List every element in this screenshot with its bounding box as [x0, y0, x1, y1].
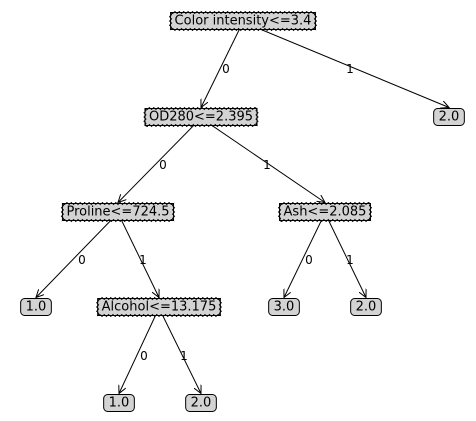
- leaf-label: 3.0: [274, 300, 295, 315]
- decision-node: Color intensity<=3.4: [168, 10, 318, 32]
- decision-box: [97, 298, 221, 316]
- decision-box-border: [277, 201, 373, 223]
- leaf-box: [103, 394, 135, 412]
- leaf-box: [268, 298, 300, 316]
- edge-arrow: [201, 21, 244, 108]
- edge-arrow: [324, 212, 366, 298]
- decision-box-border: [60, 201, 176, 223]
- edge-arrow: [200, 117, 325, 203]
- decision-label: Ash<=2.085: [284, 205, 367, 220]
- decision-box: [61, 203, 175, 221]
- leaf-node: 3.0: [268, 298, 300, 316]
- decision-label: OD280<=2.395: [149, 110, 253, 125]
- edge-arrow: [119, 307, 160, 394]
- edge-label: 0: [78, 253, 86, 267]
- decision-box-border: [168, 10, 318, 32]
- leaf-label: 2.0: [439, 110, 460, 125]
- edge-label: 0: [222, 62, 230, 76]
- leaf-node: 2.0: [350, 298, 382, 316]
- leaf-box: [20, 298, 52, 316]
- decision-label: Color intensity<=3.4: [175, 14, 312, 29]
- leaf-label: 1.0: [26, 300, 47, 315]
- edge-label: 1: [263, 158, 271, 172]
- leaf-label: 2.0: [191, 396, 212, 411]
- edge-arrow: [118, 117, 202, 203]
- edge-label: 0: [140, 349, 148, 363]
- decision-box: [170, 12, 316, 30]
- leaf-node: 1.0: [20, 298, 52, 316]
- edge-arrow: [36, 212, 119, 298]
- decision-node: OD280<=2.395: [143, 106, 259, 128]
- leaf-label: 1.0: [109, 396, 130, 411]
- leaf-node: 1.0: [103, 394, 135, 412]
- leaf-label: 2.0: [356, 300, 377, 315]
- edge-label: 1: [139, 253, 147, 267]
- edge-arrow: [158, 307, 201, 394]
- edge-label: 0: [305, 253, 313, 267]
- decision-box-border: [143, 106, 259, 128]
- edge-arrow: [242, 21, 449, 108]
- decision-node: Ash<=2.085: [277, 201, 373, 223]
- leaf-box: [350, 298, 382, 316]
- decision-node: Proline<=724.5: [60, 201, 176, 223]
- leaf-node: 2.0: [185, 394, 217, 412]
- edge-arrow: [284, 212, 326, 298]
- edge-label: 0: [159, 158, 167, 172]
- decision-label: Alcohol<=13.175: [102, 300, 217, 315]
- edge-label: 1: [346, 62, 354, 76]
- leaf-node: 2.0: [433, 108, 465, 126]
- leaf-box: [185, 394, 217, 412]
- decision-node: Alcohol<=13.175: [95, 296, 223, 318]
- edge-arrow: [117, 212, 159, 298]
- edges-layer: 0 1 0 1 0 1 0 1 0 1: [36, 21, 449, 394]
- decision-label: Proline<=724.5: [66, 205, 169, 220]
- leaf-box: [433, 108, 465, 126]
- edge-label: 1: [180, 349, 188, 363]
- decision-box-border: [95, 296, 223, 318]
- edge-label: 1: [346, 253, 354, 267]
